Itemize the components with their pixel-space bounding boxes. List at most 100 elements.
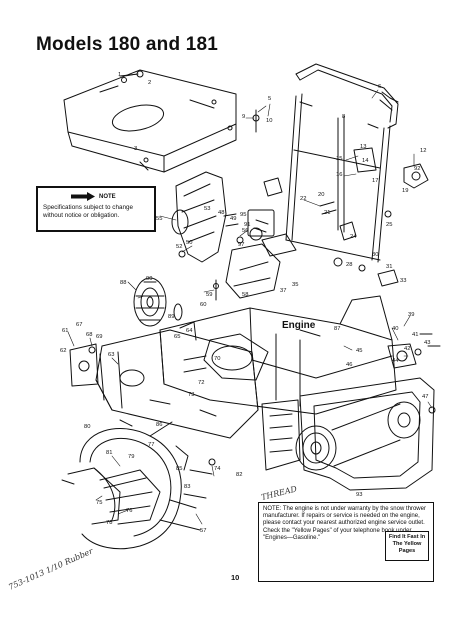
engine [171,171,297,299]
chassis-frame [159,295,397,415]
callout-2: 2 [148,80,151,86]
callout-3: 3 [134,146,137,152]
handwritten-thread-note: THREAD [260,484,298,502]
callout-41: 41 [412,332,418,338]
warranty-text: NOTE: The engine is not under warranty b… [263,506,426,541]
callout-64: 64 [186,328,193,334]
callout-72: 72 [198,380,204,386]
callout-76: 76 [126,508,132,514]
callout-78: 78 [106,520,112,526]
callout-10: 10 [266,118,272,124]
auger-housing [69,329,259,439]
arrow-right-icon [71,192,95,201]
note-header: NOTE [71,192,149,201]
callout-8: 8 [342,114,345,120]
callout-80: 80 [84,424,90,430]
callout-69: 69 [96,334,102,340]
callout-17: 17 [372,178,378,184]
callout-28: 28 [346,262,352,268]
callout-16: 16 [336,172,342,178]
callout-83: 83 [184,484,190,490]
callout-43: 43 [424,340,430,346]
callout-6: 6 [378,84,381,90]
callout-46: 46 [346,362,352,368]
wheel-left [133,277,183,327]
callout-50: 50 [186,240,192,246]
page-number: 10 [231,573,240,582]
callout-95: 95 [240,212,246,218]
callout-25: 25 [386,222,392,228]
engine-label: Engine [282,320,316,331]
callout-62: 62 [60,348,66,354]
callout-61: 61 [62,328,68,334]
callout-15: 15 [336,156,342,162]
callout-19: 19 [402,188,408,194]
callout-57: 57 [200,528,206,534]
callout-73: 73 [188,392,194,398]
callout-93: 93 [356,492,362,498]
callout-56: 56 [242,228,248,234]
callout-90: 90 [146,276,152,282]
callout-55: 55 [156,216,162,222]
handwritten-part-note: 753-1013 1/10 Rubber [7,546,95,592]
callout-9: 9 [242,114,245,120]
specifications-note: NOTE Specifications subject to change wi… [36,186,156,232]
callout-59: 59 [206,292,212,298]
callout-24: 24 [350,234,357,240]
callout-67: 67 [76,322,82,328]
engine-warranty-note: NOTE: The engine is not under warranty b… [258,502,434,582]
callout-5: 5 [268,96,271,102]
callout-1: 1 [118,72,121,78]
callout-81: 81 [106,450,112,456]
callout-58: 58 [242,292,248,298]
callout-87: 87 [334,326,340,332]
callout-42: 42 [404,346,410,352]
auger-assembly [61,419,201,550]
callout-88: 88 [120,280,126,286]
callout-49: 49 [230,216,236,222]
callout-47: 47 [422,394,428,400]
callout-35: 35 [292,282,298,288]
note-label: NOTE [99,193,116,200]
page-title: Models 180 and 181 [36,34,219,55]
callout-44: 44 [392,358,399,364]
callout-75: 75 [96,500,102,506]
yellow-pages-callout: Find It Fast In The Yellow Pages [385,531,429,561]
callout-52: 52 [176,244,182,250]
callout-97: 97 [238,242,244,248]
callout-33: 33 [400,278,406,284]
callout-40: 40 [392,326,398,332]
callout-91: 91 [244,222,250,228]
callout-12: 12 [420,148,426,154]
callout-85: 85 [176,466,182,472]
callout-79: 79 [128,454,134,460]
callout-48: 48 [218,210,224,216]
callout-37: 37 [280,288,286,294]
callout-70: 70 [214,356,220,362]
callout-30: 30 [372,252,378,258]
callout-65: 65 [174,334,180,340]
callout-60: 60 [200,302,206,308]
callout-74: 74 [214,466,221,472]
top-cover-plate [63,69,237,173]
callout-21: 21 [324,210,330,216]
callout-86: 86 [156,422,162,428]
track-drive [261,343,435,491]
callout-13: 13 [360,144,366,150]
callout-77: 77 [148,442,154,448]
callout-14: 14 [362,158,369,164]
callout-20: 20 [318,192,324,198]
note-text: Specifications subject to change without… [43,204,133,219]
callout-89: 89 [168,314,174,320]
small-hardware [88,70,441,499]
callout-45: 45 [356,348,362,354]
callout-53: 53 [204,206,210,212]
callout-labels: 1 2 3 5 6 8 9 10 12 13 14 15 16 17 19 20… [60,72,430,534]
callout-63: 63 [108,352,114,358]
leader-lines [67,73,433,525]
callout-31: 31 [386,264,392,270]
callout-39: 39 [408,312,414,318]
callout-22: 22 [300,196,306,202]
